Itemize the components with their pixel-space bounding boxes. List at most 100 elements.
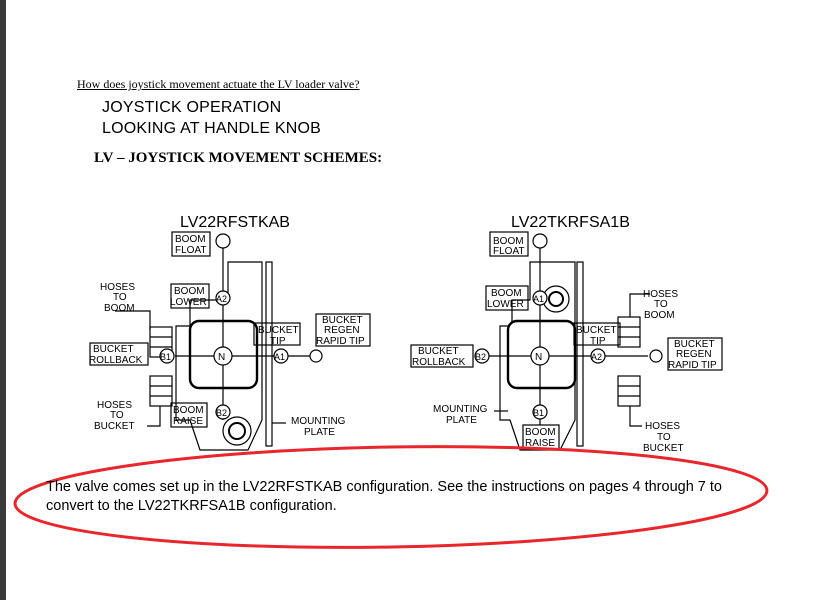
left-mounting-plate-shape <box>265 261 273 447</box>
left-float-circle <box>215 233 231 249</box>
diagram-label: BUCKET <box>322 315 363 326</box>
right-boom-lower-box <box>485 285 529 311</box>
diagram-label: FLOAT <box>175 245 206 256</box>
diagram-label: TIP <box>270 336 286 347</box>
diagram-label: TO <box>110 410 124 421</box>
left-diagram-labels: LV22RFSTKAB BOOM FLOAT BOOM LOWER HOSES … <box>89 214 365 438</box>
right-mounting-plate-shape <box>576 261 584 447</box>
highlight-ellipse <box>13 445 769 549</box>
diagram-label: LOWER <box>170 297 207 308</box>
diagram-label: BUCKET <box>643 443 684 454</box>
diagram-label: BUCKET <box>674 339 715 350</box>
right-neutral-circle <box>530 346 550 366</box>
diagram-label: B2 <box>216 408 227 418</box>
diagram-label: HOSES <box>97 400 132 411</box>
diagram-label: BOOM <box>174 286 205 297</box>
diagram-label: RAISE <box>525 438 555 449</box>
diagram-label: TO <box>657 432 671 443</box>
diagram-label: ROLLBACK <box>412 357 466 368</box>
diagram-line <box>548 291 564 307</box>
diagram-label: TO <box>113 292 127 303</box>
right-bucket-tip-box <box>573 322 621 346</box>
diagram-label: BUCKET <box>576 325 617 336</box>
diagram-label: REGEN <box>676 349 712 360</box>
diagram-label: N <box>218 352 225 363</box>
diagram-label: TIP <box>590 336 606 347</box>
subheading: LV – JOYSTICK MOVEMENT SCHEMES: <box>94 150 383 166</box>
diagram-line <box>147 406 161 427</box>
diagram-line <box>629 406 642 427</box>
diagram-label: REGEN <box>324 325 360 336</box>
diagram-line <box>629 293 650 317</box>
diagram-label: BUCKET <box>93 344 134 355</box>
diagram-label: ROLLBACK <box>89 355 143 366</box>
diagram-label: LOWER <box>487 299 524 310</box>
diagram-label: N <box>535 352 542 363</box>
right-valve-diagram <box>410 231 723 451</box>
diagram-label: RAISE <box>173 416 203 427</box>
left-boom-lower-box <box>170 283 210 309</box>
diagram-label: A2 <box>216 294 227 304</box>
diagram-label: PLATE <box>304 427 335 438</box>
left-bucket-rollback-box <box>89 342 149 366</box>
diagram-label: BUCKET <box>418 346 459 357</box>
left-bottom-nut <box>222 416 252 446</box>
diagram-label: A1 <box>274 352 285 362</box>
diagram-line <box>115 310 151 330</box>
left-fitting-lower <box>149 375 173 407</box>
diagram-label: B2 <box>475 352 486 362</box>
right-model-title: LV22TKRFSA1B <box>511 214 630 231</box>
right-fitting-lower <box>617 375 641 407</box>
diagram-label: B1 <box>533 408 544 418</box>
right-boom-float-box <box>489 231 529 257</box>
diagram-label: FLOAT <box>493 246 524 257</box>
left-model-title: LV22RFSTKAB <box>180 214 290 231</box>
right-port-b2-circle <box>474 348 490 364</box>
diagram-label: BOOM <box>525 427 556 438</box>
diagram-label: A2 <box>591 352 602 362</box>
left-port-b2-circle <box>215 404 231 420</box>
left-neutral-circle <box>213 346 233 366</box>
diagram-label: PLATE <box>446 415 477 426</box>
diagram-label: B1 <box>160 352 171 362</box>
left-bucket-regen-box <box>315 313 371 347</box>
diagram-label: A1 <box>533 294 544 304</box>
diagram-label: BOOM <box>644 310 675 321</box>
diagram-label: BUCKET <box>258 325 299 336</box>
left-valve-diagram <box>89 231 371 451</box>
right-bucket-rollback-box <box>410 344 474 368</box>
diagram-label: MOUNTING <box>291 416 346 427</box>
left-boom-float-box <box>171 231 211 257</box>
left-port-a2-circle <box>215 290 231 306</box>
diagram-line <box>89 231 723 451</box>
diagram-label: BOOM <box>491 288 522 299</box>
question-link[interactable]: How does joystick movement actuate the L… <box>77 77 360 91</box>
right-float-circle <box>532 233 548 249</box>
diagram-label: TO <box>654 299 668 310</box>
configuration-note: The valve comes set up in the LV22RFSTKA… <box>46 479 722 514</box>
left-bucket-tip-box <box>253 322 301 346</box>
diagram-label: MOUNTING <box>433 404 488 415</box>
diagram-label: HOSES <box>645 421 680 432</box>
left-port-a1-circle <box>273 348 289 364</box>
right-port-a1-circle <box>532 290 548 306</box>
diagram-label: BOOM <box>173 405 204 416</box>
left-boom-raise-box <box>170 402 208 428</box>
right-port-a2-circle <box>590 348 606 364</box>
page-left-edge <box>0 0 6 600</box>
diagram-line <box>228 422 246 440</box>
left-rapid-tip-circle <box>309 349 323 363</box>
left-port-b1-circle <box>159 348 175 364</box>
heading-line-1: JOYSTICK OPERATION <box>102 99 282 116</box>
diagram-label: RAPID TIP <box>668 360 717 371</box>
diagram-label: BOOM <box>104 303 135 314</box>
diagram-label: BOOM <box>175 234 206 245</box>
right-fitting-upper <box>617 316 641 348</box>
right-port-b1-circle <box>532 404 548 420</box>
right-rapid-tip-circle <box>649 349 663 363</box>
diagram-label: HOSES <box>100 282 135 293</box>
diagram-label: BOOM <box>493 236 524 247</box>
right-diagram-labels: LV22TKRFSA1B BOOM FLOAT BOOM LOWER HOSES… <box>412 214 717 454</box>
diagram-label: RAPID TIP <box>316 336 365 347</box>
